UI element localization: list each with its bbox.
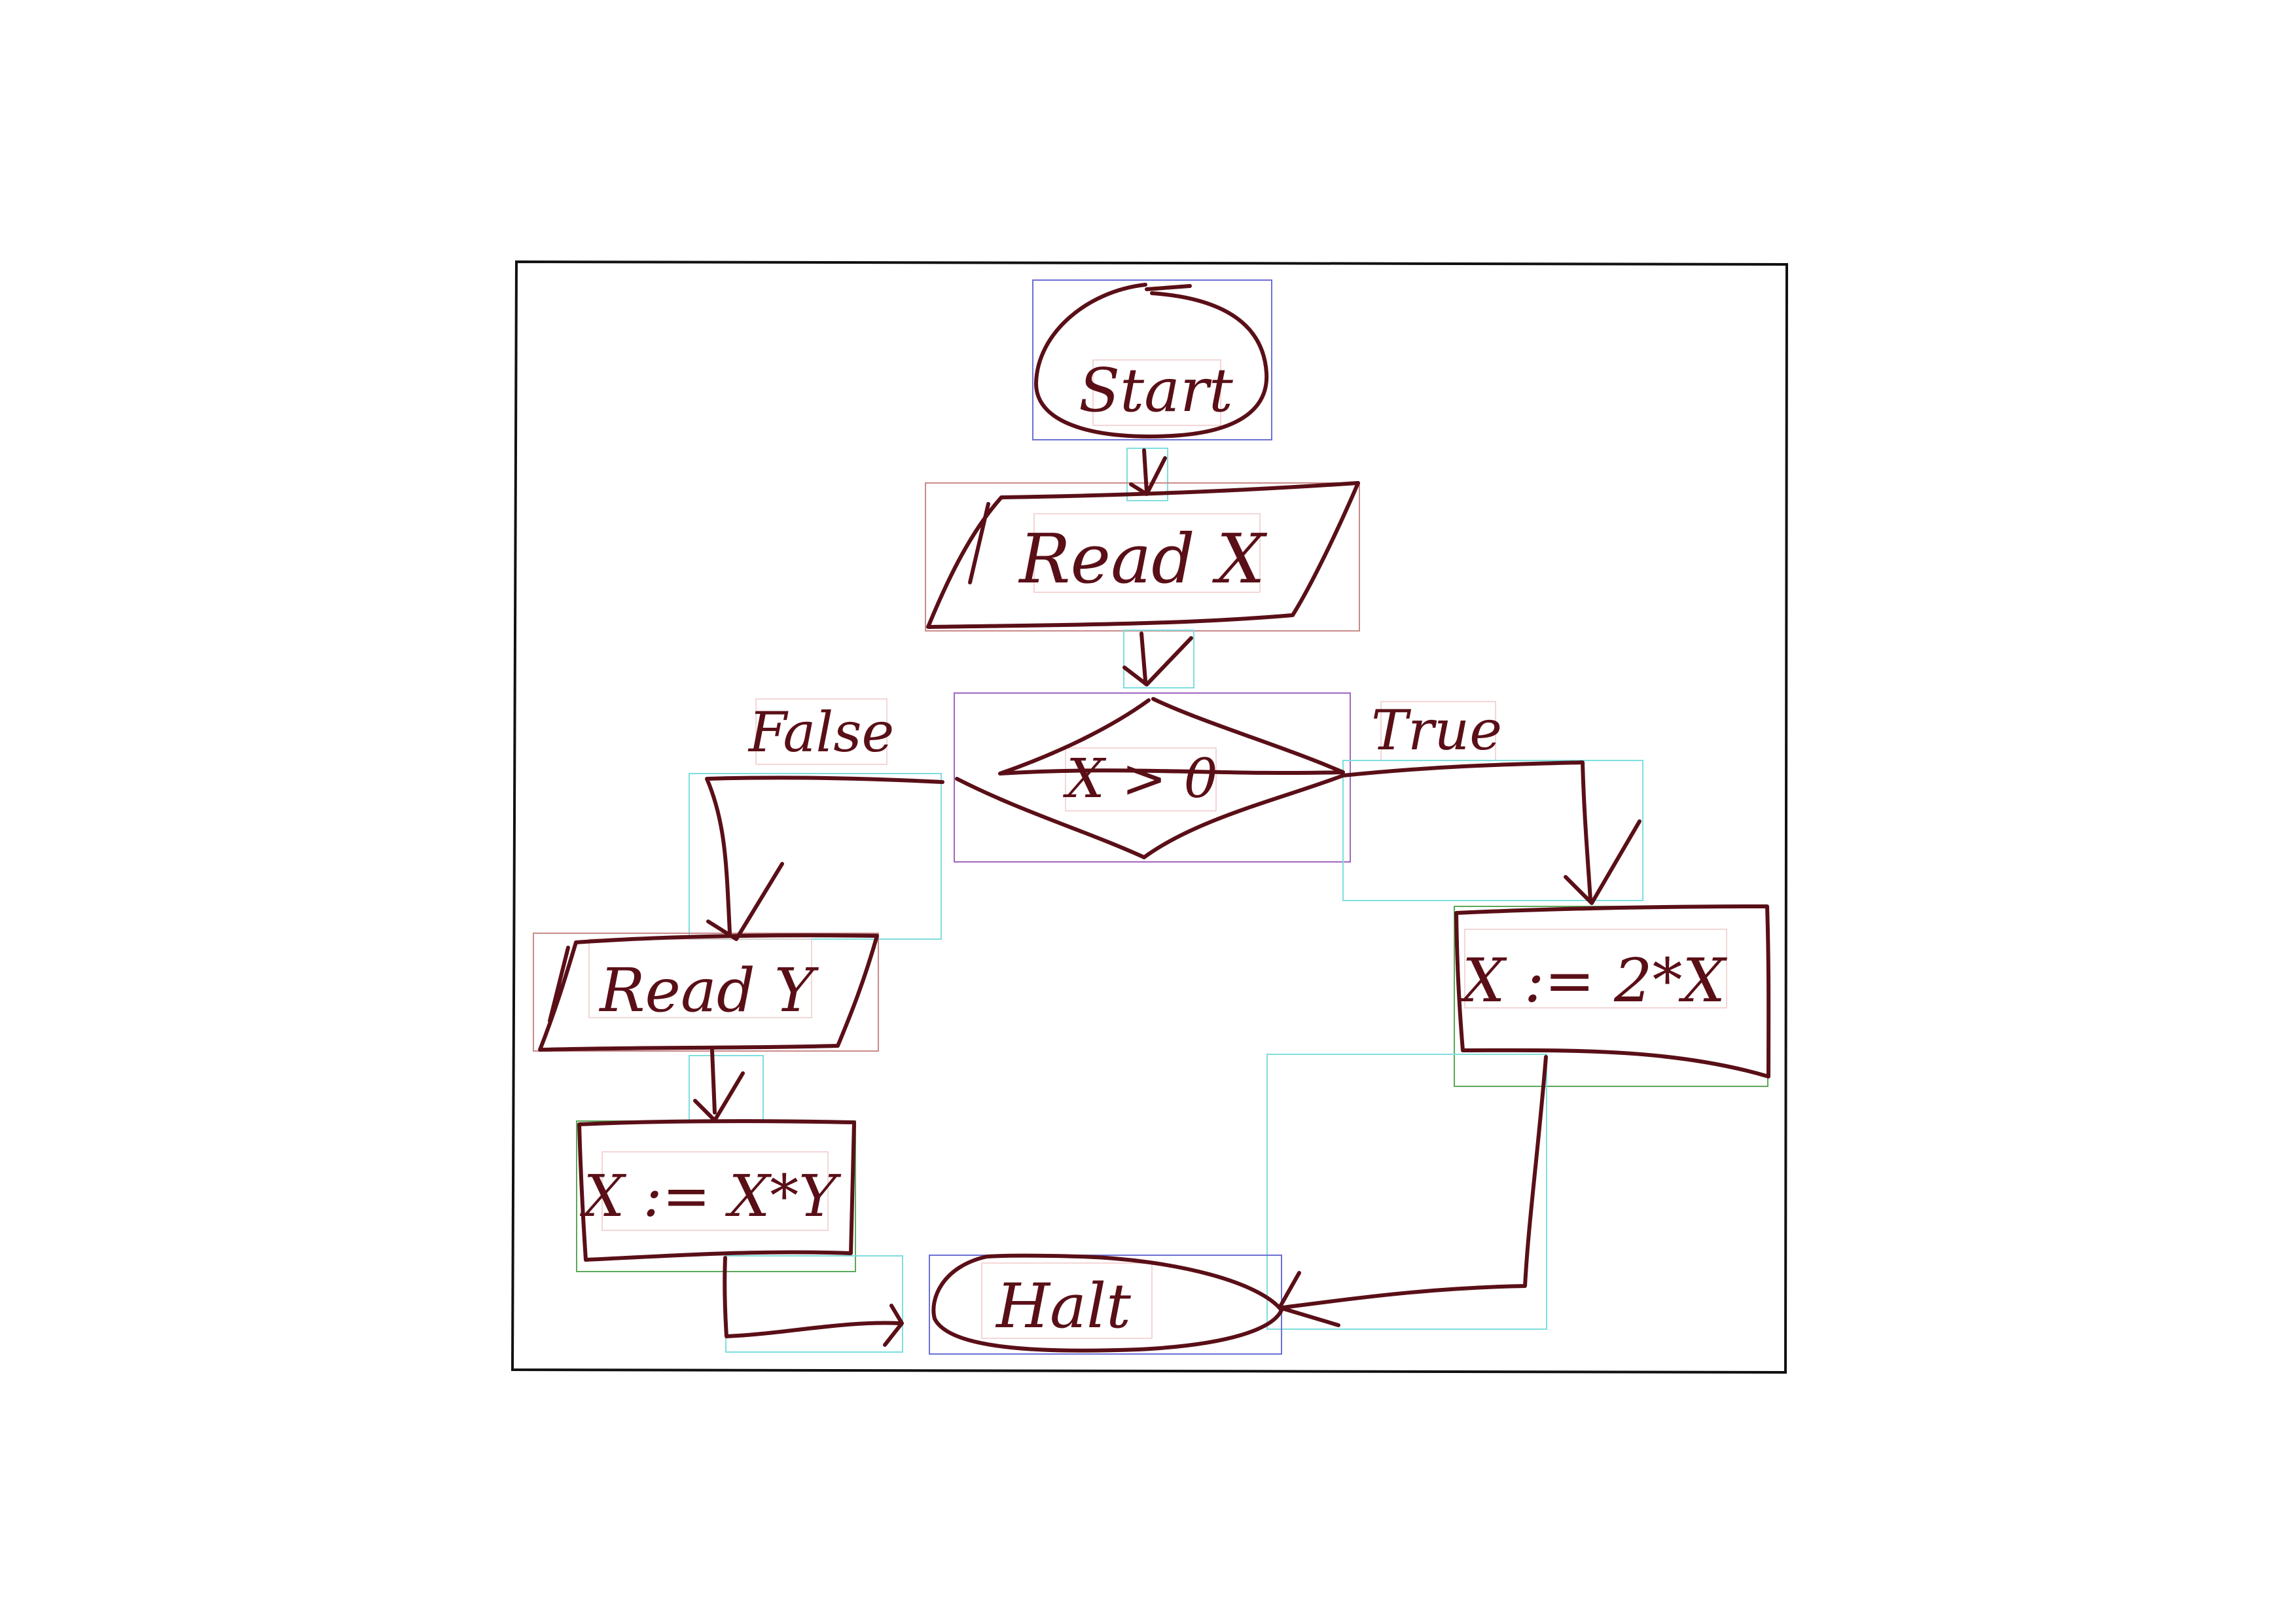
assign-true-label: X := 2*X <box>1458 946 1728 1016</box>
bbox-halt-text <box>981 1262 1153 1339</box>
arrow-line <box>1139 632 1147 683</box>
halt-node: Halt <box>931 1253 1283 1353</box>
decision-diamond <box>955 697 1345 859</box>
true-branch-label: True <box>1371 698 1502 762</box>
arrowhead-icon <box>883 1304 904 1347</box>
arrowhead-icon <box>1564 819 1641 905</box>
read-y-label: Read Y <box>598 955 819 1026</box>
assign-true-box <box>1454 904 1771 1079</box>
bbox-read-x-text <box>1033 513 1261 593</box>
arrow-read-x-to-decision <box>1122 632 1193 687</box>
arrow-line <box>1341 760 1592 902</box>
arrowhead-icon <box>1278 1271 1340 1327</box>
read-x-label: Read X <box>1018 519 1267 599</box>
bbox-arrow-true <box>1342 760 1643 901</box>
arrow-line <box>705 776 944 935</box>
bbox-read-y-text <box>588 938 812 1018</box>
arrow-start-to-read-x <box>1129 448 1167 496</box>
start-ellipse <box>1033 283 1269 438</box>
assign-false-box <box>577 1119 856 1262</box>
bbox-decision-text <box>1065 747 1217 812</box>
bbox-start-text <box>1092 359 1221 426</box>
decision-node: X > 0 <box>955 697 1345 859</box>
halt-label: Halt <box>995 1271 1131 1342</box>
read-y-shape <box>538 933 879 1052</box>
bbox-assign-false-text <box>601 1151 829 1231</box>
arrow-decision-to-assign-true <box>1341 760 1641 905</box>
assign-true-node: X := 2*X <box>1454 904 1771 1079</box>
arrowhead-icon <box>693 1071 745 1122</box>
arrow-assign-true-to-halt <box>1278 1055 1548 1327</box>
halt-ellipse <box>931 1253 1283 1353</box>
arrow-line <box>710 1048 717 1115</box>
arrowhead-icon <box>1122 636 1193 687</box>
arrow-read-y-to-assign-false <box>693 1048 745 1122</box>
read-y-node: Read Y <box>538 933 879 1052</box>
arrow-decision-to-read-y <box>705 776 944 941</box>
assign-false-label: X := X*Y <box>580 1162 842 1230</box>
start-node: Start <box>1033 283 1269 438</box>
arrow-assign-false-to-halt <box>723 1256 904 1347</box>
arrow-line <box>1281 1055 1548 1310</box>
bbox-false-text <box>755 698 888 765</box>
bbox-arrow-3 <box>689 1055 764 1123</box>
decision-label: X > 0 <box>1062 748 1217 810</box>
bbox-assign-true-text <box>1464 929 1727 1008</box>
start-label: Start <box>1079 355 1234 425</box>
bbox-arrow-5 <box>1266 1054 1547 1330</box>
bbox-arrow-2 <box>1123 630 1194 688</box>
bbox-arrow-1 <box>1126 448 1168 501</box>
bbox-start <box>1032 279 1272 440</box>
arrow-line <box>1142 448 1149 494</box>
arrowhead-icon <box>1129 456 1167 496</box>
bbox-arrow-4 <box>725 1255 903 1353</box>
assign-false-node: X := X*Y <box>577 1119 856 1262</box>
arrowhead-icon <box>706 862 784 941</box>
read-x-shape <box>926 481 1360 629</box>
bbox-read-y <box>533 933 879 1052</box>
arrow-line <box>723 1256 902 1338</box>
read-x-node: Read X <box>926 481 1360 629</box>
bbox-arrow-false <box>689 773 942 940</box>
bbox-decision <box>954 692 1351 863</box>
false-branch-label: False <box>747 700 894 764</box>
diagram-frame <box>511 260 1789 1374</box>
